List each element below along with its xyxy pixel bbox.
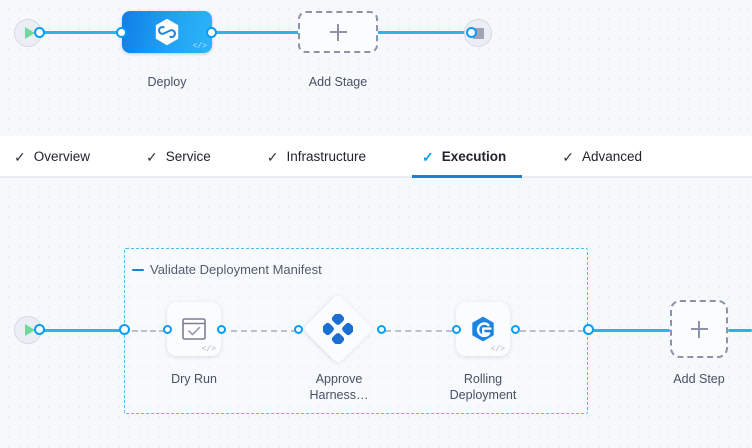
step-label-dry-run: Dry Run xyxy=(171,372,217,386)
code-badge: </> xyxy=(490,345,505,354)
connector-start-to-group xyxy=(36,329,129,332)
execution-start-port[interactable] xyxy=(34,324,45,335)
connector-group-to-addstep xyxy=(588,329,670,332)
tab-overview[interactable]: ✓ Overview xyxy=(14,136,112,177)
step-group-output-port[interactable] xyxy=(583,324,594,335)
step-group-header[interactable]: Validate Deployment Manifest xyxy=(132,262,322,277)
deploy-input-port[interactable] xyxy=(116,27,127,38)
connector-start-to-deploy xyxy=(36,31,126,34)
check-icon: ✓ xyxy=(422,148,434,165)
connector-addstep-to-next xyxy=(728,329,752,332)
add-stage-button[interactable] xyxy=(298,11,378,53)
connector-deploy-to-addstage xyxy=(210,31,306,34)
step-node-dry-run[interactable]: </> xyxy=(167,302,221,356)
stage-label-deploy: Deploy xyxy=(147,75,187,89)
tab-label: Overview xyxy=(33,149,90,164)
connector-group-to-dryrun xyxy=(132,330,165,332)
dry-run-input-port[interactable] xyxy=(163,325,172,334)
play-icon xyxy=(24,324,35,336)
approve-output-port[interactable] xyxy=(377,325,386,334)
check-icon: ✓ xyxy=(14,148,26,165)
step-label-rolling-deployment: Rolling Deployment xyxy=(449,372,517,402)
stop-input-port[interactable] xyxy=(466,27,477,38)
stage-canvas[interactable]: </> Deploy Add Stage xyxy=(0,0,752,136)
step-group-title-label: Validate Deployment Manifest xyxy=(150,262,322,277)
check-icon: ✓ xyxy=(146,148,158,165)
connector-addstage-to-stop xyxy=(376,31,472,34)
tab-label: Infrastructure xyxy=(286,149,367,164)
stage-node-deploy[interactable]: </> xyxy=(122,11,212,53)
step-label-approve-harness: Approve Harness… xyxy=(309,372,369,402)
tab-label: Advanced xyxy=(582,149,643,164)
tab-advanced[interactable]: ✓ Advanced xyxy=(562,136,664,177)
rolling-deployment-icon xyxy=(472,316,494,342)
add-step-button[interactable] xyxy=(670,300,728,358)
add-stage-label: Add Stage xyxy=(308,75,368,89)
stage-config-tabs: ✓ Overview ✓ Service ✓ Infrastructure ✓ … xyxy=(0,136,752,178)
connector-rolling-to-groupend xyxy=(520,330,584,332)
code-badge: </> xyxy=(192,42,207,51)
harness-logo-icon xyxy=(155,18,179,46)
tab-execution[interactable]: ✓ Execution xyxy=(411,136,528,178)
step-node-rolling-deployment[interactable]: </> xyxy=(456,302,510,356)
harness-approval-icon xyxy=(323,314,353,344)
add-step-label: Add Step xyxy=(673,372,725,386)
connector-dryrun-to-approve xyxy=(231,330,297,332)
rolling-output-port[interactable] xyxy=(511,325,520,334)
check-icon: ✓ xyxy=(266,148,279,165)
dry-run-checkbox-icon xyxy=(182,318,206,340)
check-icon: ✓ xyxy=(562,148,574,165)
start-output-port[interactable] xyxy=(34,27,45,38)
tab-service[interactable]: ✓ Service xyxy=(146,136,233,177)
minus-icon[interactable] xyxy=(132,268,144,271)
approve-input-port[interactable] xyxy=(294,325,303,334)
connector-approve-to-rolling xyxy=(385,330,452,332)
code-badge: </> xyxy=(201,345,216,354)
dry-run-output-port[interactable] xyxy=(217,325,226,334)
tab-label: Execution xyxy=(441,149,507,164)
tab-infrastructure[interactable]: ✓ Infrastructure xyxy=(267,136,388,177)
tab-label: Service xyxy=(165,149,211,164)
stop-square-icon xyxy=(472,27,484,39)
deploy-output-port[interactable] xyxy=(206,27,217,38)
plus-icon xyxy=(690,320,708,338)
step-group-input-port[interactable] xyxy=(119,324,130,335)
step-node-approve-harness[interactable] xyxy=(302,293,374,365)
plus-icon xyxy=(329,23,347,41)
play-icon xyxy=(24,27,35,39)
rolling-input-port[interactable] xyxy=(452,325,461,334)
execution-canvas[interactable]: Validate Deployment Manifest </> xyxy=(0,178,752,448)
